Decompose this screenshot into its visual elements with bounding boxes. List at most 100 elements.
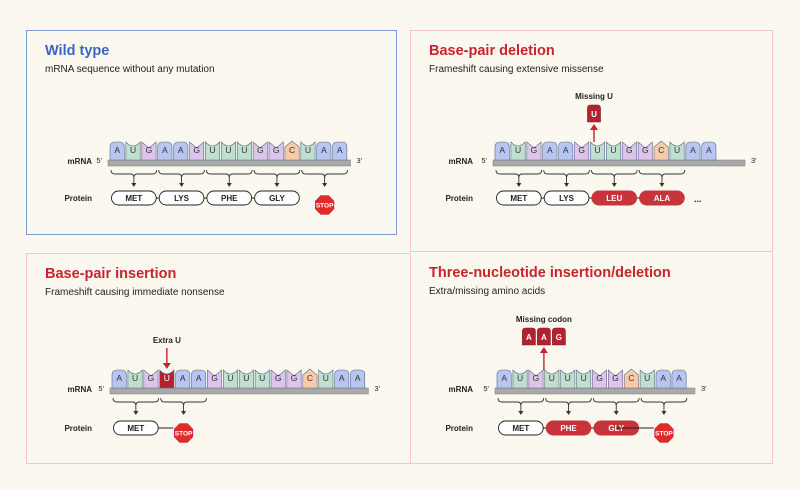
nucleotide-u <box>544 369 560 389</box>
nucleotide-a <box>685 141 701 161</box>
base-label: A <box>178 145 184 155</box>
base-label: A <box>690 145 696 155</box>
nucleotide-g <box>141 141 157 161</box>
nucleotide-a <box>334 369 350 389</box>
nucleotide-a <box>350 369 366 389</box>
nucleotide-a <box>191 369 207 389</box>
mutation-arrow-head <box>539 347 548 353</box>
nucleotide-u <box>639 369 655 389</box>
mrna-label: mRNA <box>449 157 474 166</box>
codon-bracket <box>497 397 545 407</box>
nucleotide-u <box>159 369 175 389</box>
base-label: U <box>674 145 680 155</box>
codon-bracket <box>158 169 205 179</box>
five-prime-label: 5' <box>481 156 487 165</box>
codon-bracket <box>301 169 348 179</box>
nucleotide-a <box>109 141 125 161</box>
nucleotide-u <box>221 141 236 161</box>
panel-subtitle: Frameshift causing extensive missense <box>429 64 604 75</box>
nucleotide-a <box>494 141 510 161</box>
nucleotide-u <box>510 141 526 161</box>
amino-acid-label: LYS <box>174 194 189 203</box>
panel-title: Base-pair insertion <box>45 266 177 282</box>
mutation-callout-label: Extra U <box>153 336 181 345</box>
codon-bracket <box>112 397 160 407</box>
amino-acid-pill <box>591 190 638 206</box>
codon-arrow-head <box>274 183 280 187</box>
nucleotide-u <box>590 141 605 161</box>
codon-arrow-head <box>226 183 232 187</box>
nucleotide-u <box>236 141 252 161</box>
base-label: A <box>547 145 553 155</box>
amino-acid-pill <box>543 190 590 206</box>
nucleotide-g <box>207 369 222 389</box>
base-label: U <box>581 373 587 383</box>
base-label: A <box>114 145 120 155</box>
base-label: U <box>565 373 571 383</box>
codon-bracket <box>543 169 590 179</box>
rna-backbone <box>494 387 696 395</box>
base-label: G <box>596 373 603 383</box>
base-label: G <box>273 145 280 155</box>
amino-acid-pill <box>545 420 592 436</box>
nucleotide-u <box>606 141 621 161</box>
floating-base-label: A <box>526 333 532 342</box>
base-label: U <box>323 373 329 383</box>
base-label: A <box>501 373 507 383</box>
codon-arrow-head <box>661 411 667 415</box>
nucleotide-g <box>252 141 268 161</box>
amino-acid-pill <box>498 420 544 436</box>
amino-acid-label: MET <box>510 194 527 203</box>
base-label: A <box>339 373 345 383</box>
nucleotide-g <box>574 141 590 161</box>
base-label: G <box>612 373 619 383</box>
base-label: G <box>257 145 264 155</box>
nucleotide-a <box>332 141 348 161</box>
base-label: A <box>676 373 682 383</box>
nucleotide-g <box>286 369 302 389</box>
base-label: U <box>164 373 170 383</box>
base-label: U <box>644 373 650 383</box>
stop-icon <box>172 422 195 444</box>
base-label: A <box>162 145 168 155</box>
codon-bracket <box>640 397 688 407</box>
base-label: G <box>193 145 200 155</box>
protein-label: Protein <box>445 424 473 433</box>
nucleotide-c <box>284 140 300 161</box>
floating-nucleotide <box>537 327 551 346</box>
base-label: U <box>549 373 555 383</box>
base-label: U <box>241 145 247 155</box>
stop-label: STOP <box>655 431 673 438</box>
amino-acid-pill <box>111 190 157 206</box>
mutation-arrow-head <box>162 363 171 369</box>
codon-bracket <box>205 169 253 179</box>
three-prime-label: 3' <box>751 156 757 165</box>
base-label: A <box>196 373 202 383</box>
base-label: U <box>515 145 521 155</box>
codon-bracket <box>253 169 301 179</box>
mrna-label: mRNA <box>449 385 474 394</box>
nucleotide-a <box>542 141 558 161</box>
base-label: C <box>289 145 295 155</box>
base-label: U <box>225 145 231 155</box>
base-label: A <box>180 373 186 383</box>
nucleotide-a <box>701 141 717 161</box>
protein-label: Protein <box>64 424 92 433</box>
base-label: G <box>146 145 153 155</box>
stop-label: STOP <box>316 203 334 210</box>
floating-base-label: A <box>541 333 547 342</box>
three-prime-label: 3' <box>374 384 380 393</box>
floating-nucleotide <box>522 327 536 346</box>
base-label: A <box>321 145 327 155</box>
nucleotide-a <box>671 369 687 389</box>
nucleotide-u <box>512 369 528 389</box>
five-prime-label: 5' <box>98 384 104 393</box>
nucleotide-g <box>143 369 159 389</box>
codon-arrow-head <box>133 411 139 415</box>
base-label: A <box>116 373 122 383</box>
protein-label: Protein <box>64 194 92 203</box>
base-label: A <box>355 373 361 383</box>
base-label: U <box>517 373 523 383</box>
nucleotide-c <box>302 368 318 389</box>
stop-icon <box>653 422 675 444</box>
